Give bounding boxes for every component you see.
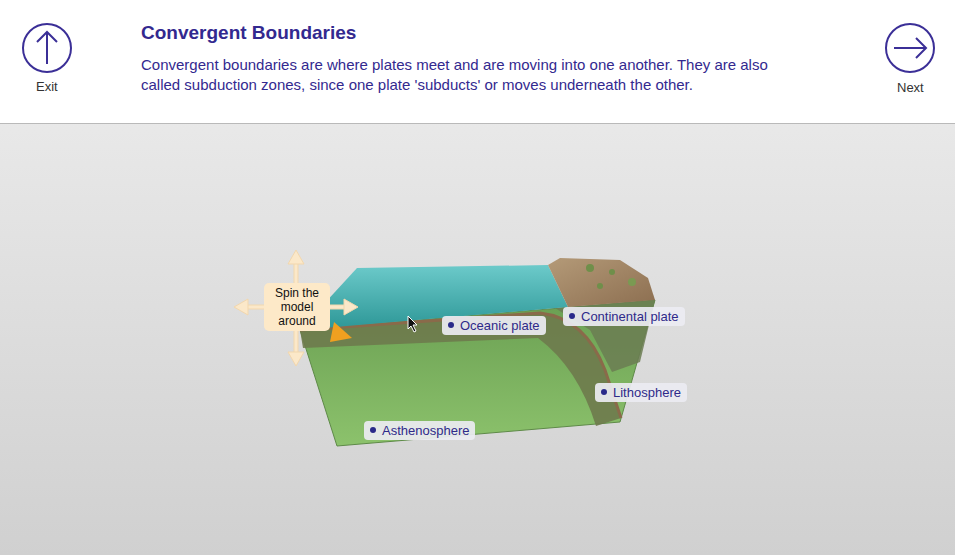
description-text: Convergent boundaries are where plates m…	[141, 55, 801, 95]
model-label: Lithosphere	[595, 383, 687, 402]
label-dot	[370, 427, 376, 433]
button-label: Next	[897, 80, 924, 96]
next-icon	[886, 24, 934, 72]
model-label: Oceanic plate	[442, 316, 546, 335]
page-title: Convergent Boundaries	[141, 22, 356, 44]
node-text: Continental plate	[581, 309, 679, 324]
label-dot	[601, 389, 607, 395]
node-text: Oceanic plate	[460, 318, 540, 333]
node-text: Asthenosphere	[382, 423, 469, 438]
mouse-cursor	[408, 316, 417, 332]
node-text: Spin the model around	[275, 286, 319, 328]
spin-arrows	[234, 250, 358, 366]
button-label: Exit	[36, 79, 58, 95]
node-text: Lithosphere	[613, 385, 681, 400]
model-label: Asthenosphere	[364, 421, 475, 440]
label-dot	[448, 322, 454, 328]
exit-icon	[23, 24, 71, 72]
subduction-model	[300, 258, 655, 446]
model-label: Continental plate	[563, 307, 685, 326]
instruction-box: Spin the model around	[264, 283, 330, 331]
label-dot	[569, 313, 575, 319]
